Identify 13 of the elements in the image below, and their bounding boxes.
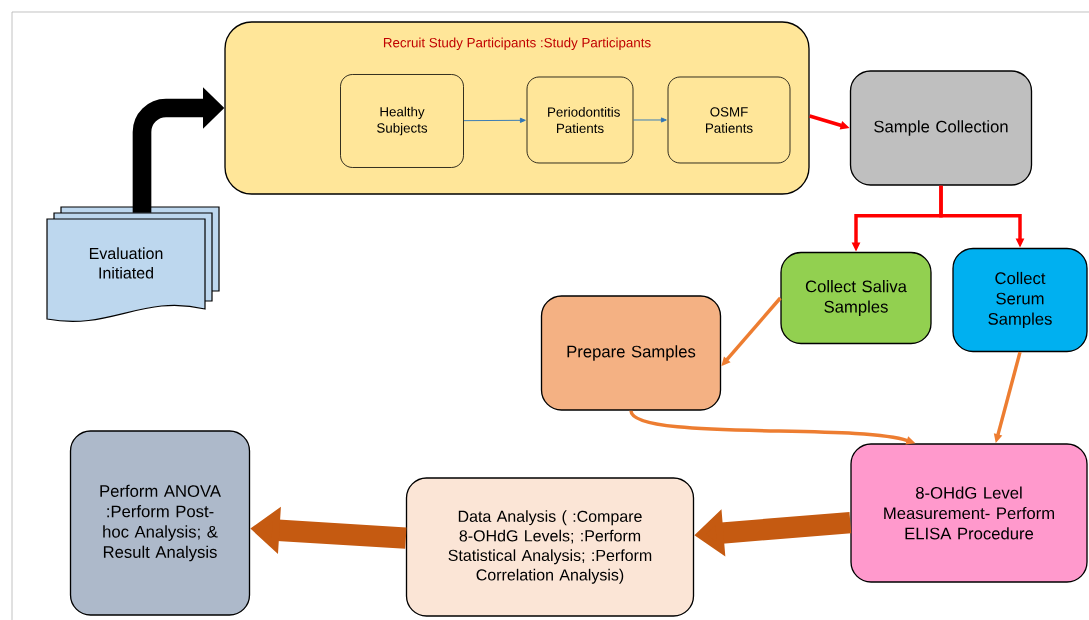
process-box: Healthy Subjects bbox=[340, 74, 464, 168]
document-stack: Evaluation Initiated bbox=[46, 206, 220, 322]
process-box: Prepare Samples bbox=[540, 295, 722, 411]
process-box: OSMF Patients bbox=[667, 76, 791, 164]
process-box: Periodontitis Patients bbox=[526, 76, 634, 164]
process-box: Perform ANOVA :Perform Post-hoc Analysis; & Result Analysis bbox=[69, 430, 251, 616]
process-box: Sample Collection bbox=[849, 70, 1033, 186]
arrow bbox=[463, 117, 526, 123]
process-box: Collect Serum Samples bbox=[952, 247, 1088, 353]
arrow bbox=[632, 117, 667, 123]
process-box: Data Analysis ( :Compare 8-OHdG Levels; :Perform Statistical Analysis; :Perform Correlation Analysis) bbox=[405, 477, 695, 617]
process-box: 8-OHdG Level Measurement- Perform ELISA Procedure bbox=[850, 443, 1088, 583]
process-box: Collect Saliva Samples bbox=[780, 251, 932, 345]
